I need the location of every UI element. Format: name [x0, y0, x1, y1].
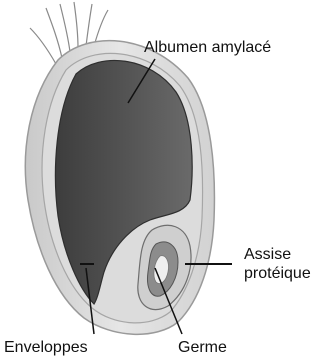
label-albumen-amylace: Albumen amylacé [144, 39, 271, 56]
label-assise-line2: protéique [244, 265, 311, 282]
label-assise-line1: Assise [244, 246, 291, 263]
label-germe: Germe [178, 339, 227, 356]
label-enveloppes: Enveloppes [4, 339, 88, 356]
